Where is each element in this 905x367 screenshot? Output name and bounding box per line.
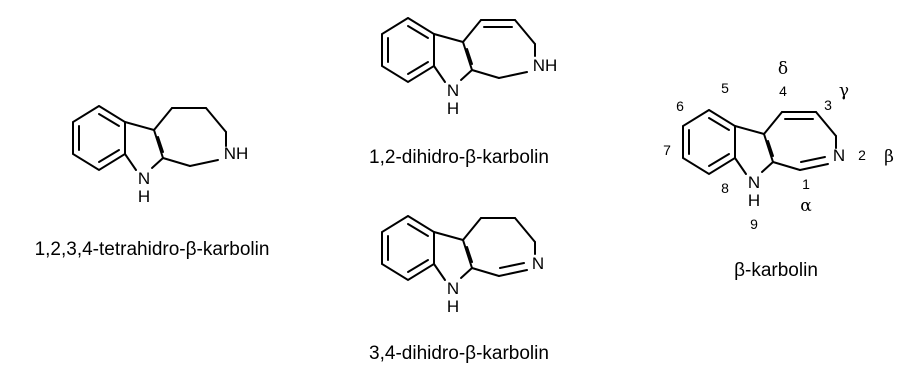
h-indole-atom-label: H bbox=[748, 191, 760, 210]
compound-caption: β-karbolin bbox=[734, 260, 818, 281]
structure-dihydro-3-4-beta-carboline: N N H 3,4-dihidro-β-karbolin bbox=[369, 215, 549, 364]
locant-9: 9 bbox=[750, 216, 758, 232]
h-indole-atom-label: H bbox=[447, 297, 459, 316]
greek-beta-label: β bbox=[884, 147, 894, 167]
dihydropyridine-ring bbox=[462, 217, 536, 277]
n-ring-atom-label: N bbox=[833, 146, 845, 165]
locant-8: 8 bbox=[721, 180, 729, 196]
benzene-ring bbox=[72, 105, 126, 172]
greek-alpha-label: α bbox=[800, 196, 812, 216]
pyrrole-ring bbox=[124, 121, 164, 171]
h-indole-atom-label: H bbox=[138, 187, 150, 206]
benzene-ring bbox=[381, 17, 435, 84]
nh-ring-atom-label: NH bbox=[224, 144, 249, 163]
locant-7: 7 bbox=[663, 142, 671, 158]
locant-6: 6 bbox=[676, 98, 684, 114]
n-indole-atom-label: N bbox=[748, 173, 760, 192]
benzene-ring bbox=[381, 215, 435, 282]
locant-5: 5 bbox=[721, 80, 729, 96]
pyridine-ring bbox=[763, 111, 837, 171]
n-ring-atom-label: N bbox=[532, 254, 544, 273]
pyrrole-ring bbox=[433, 231, 473, 281]
locant-2: 2 bbox=[858, 147, 866, 163]
nh-ring-atom-label: NH bbox=[533, 56, 558, 75]
greek-delta-label: δ bbox=[778, 59, 788, 79]
piperidine-ring bbox=[153, 107, 227, 167]
structure-tetrahydro-beta-carboline: NH N H 1,2,3,4-tetrahidro-β-karbolin bbox=[35, 105, 270, 260]
greek-gamma-label: γ bbox=[839, 81, 849, 101]
compound-caption: 1,2,3,4-tetrahidro-β-karbolin bbox=[35, 239, 270, 260]
compound-caption: 3,4-dihidro-β-karbolin bbox=[369, 343, 549, 364]
dihydropyridine-ring bbox=[462, 19, 536, 79]
structure-beta-carboline: N N H 1 2 3 4 5 6 7 8 9 α β γ δ β-karbol… bbox=[663, 59, 894, 281]
benzene-ring bbox=[682, 109, 736, 176]
n-indole-atom-label: N bbox=[447, 279, 459, 298]
h-indole-atom-label: H bbox=[447, 99, 459, 118]
n-indole-atom-label: N bbox=[138, 169, 150, 188]
locant-4: 4 bbox=[779, 83, 787, 99]
locant-3: 3 bbox=[824, 97, 832, 113]
structure-dihydro-1-2-beta-carboline: NH N H 1,2-dihidro-β-karbolin bbox=[369, 17, 558, 168]
locant-1: 1 bbox=[802, 176, 810, 192]
pyrrole-ring bbox=[433, 33, 473, 83]
pyrrole-ring bbox=[734, 125, 774, 175]
n-indole-atom-label: N bbox=[447, 81, 459, 100]
compound-caption: 1,2-dihidro-β-karbolin bbox=[369, 147, 549, 168]
